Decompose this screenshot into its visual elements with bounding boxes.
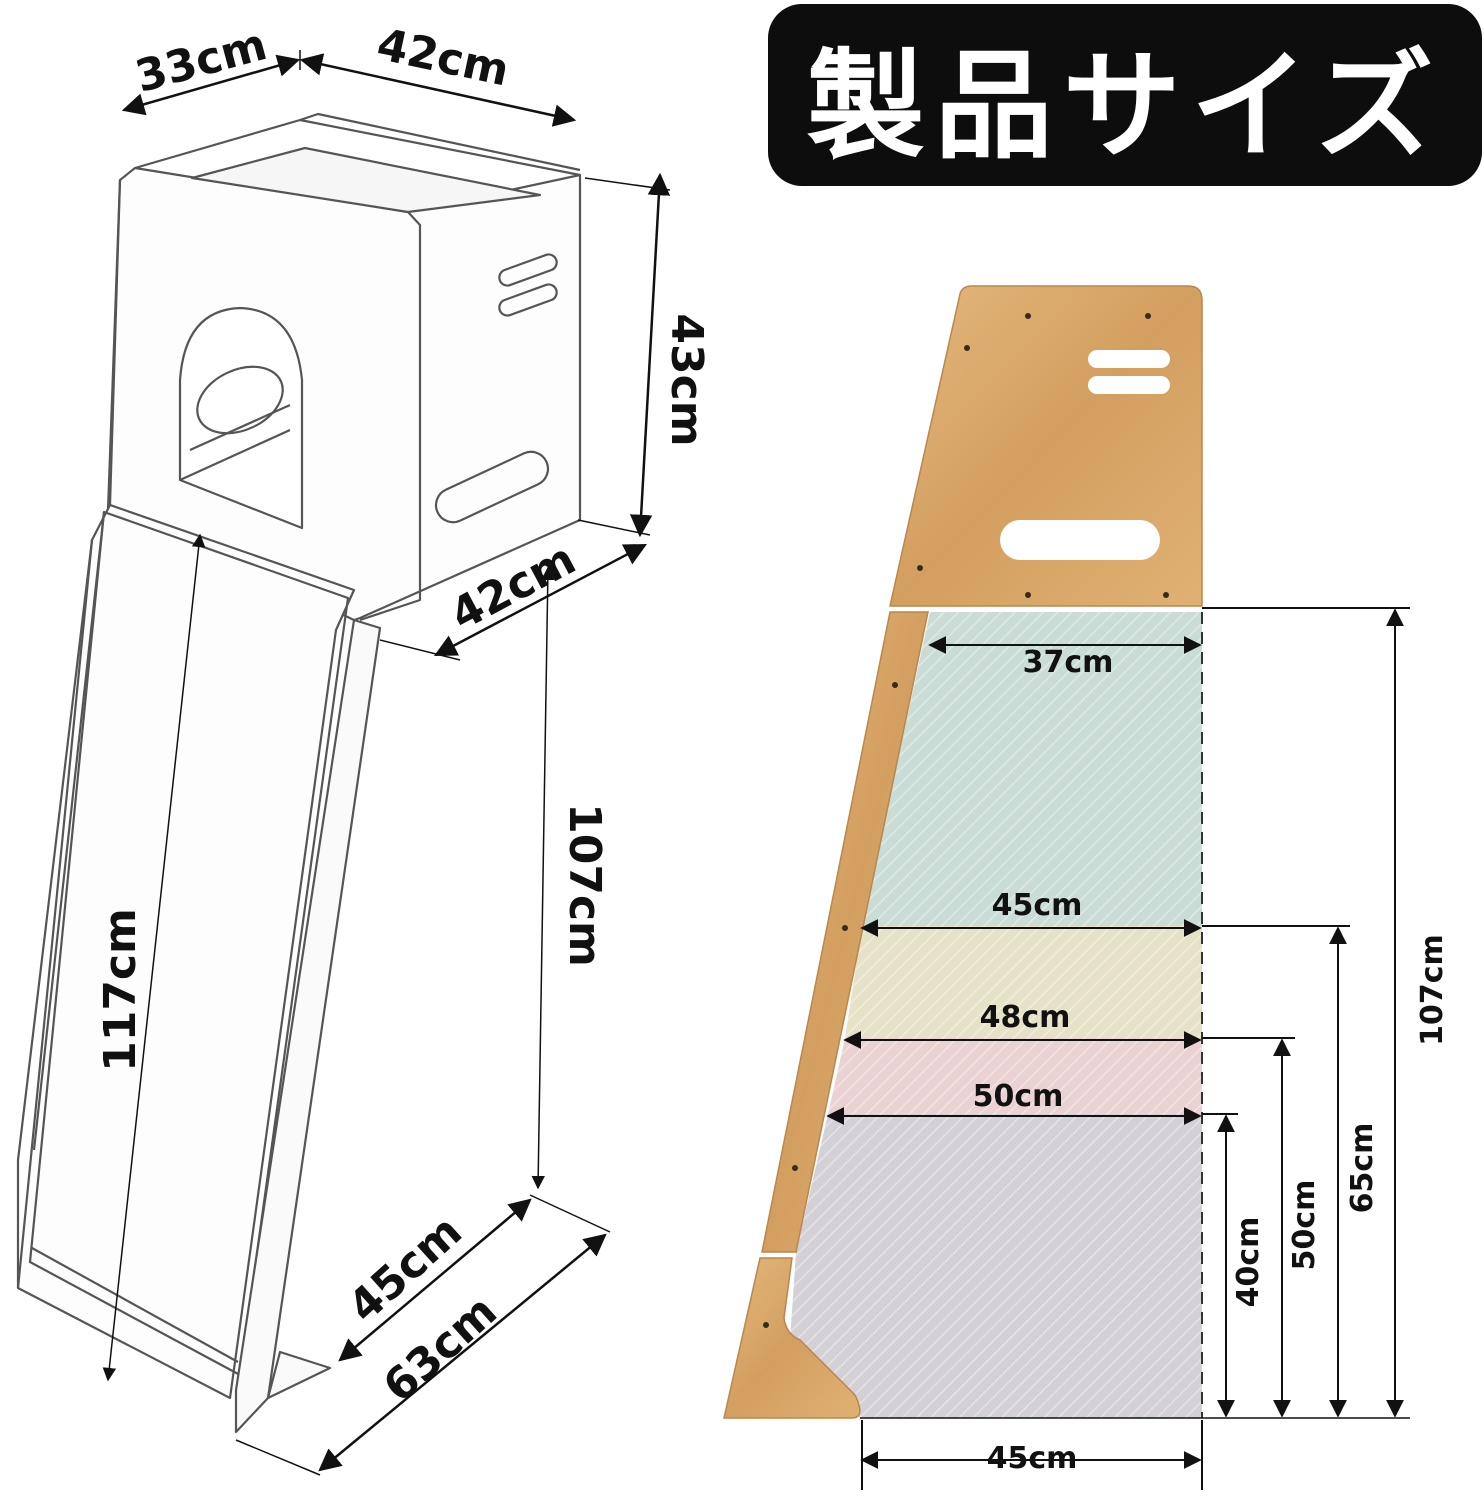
height-label-65: 65cm [1345,1123,1380,1214]
side-view [723,285,1410,1419]
label-top-width: 33cm [130,19,272,103]
width-label-1: 37cm [1023,645,1114,680]
label-box-height: 43cm [661,313,712,446]
height-label-50: 50cm [1287,1180,1322,1271]
slanted-wood-rail [761,611,929,1253]
height-label-40: 40cm [1231,1217,1266,1308]
width-label-3: 48cm [980,1000,1071,1035]
title: 製品サイズ [806,36,1444,175]
handle-slot-3 [434,450,550,524]
title-banner: 製品サイズ [768,4,1482,186]
iso-dimension-lines [102,50,671,1476]
label-slide-length: 117cm [95,908,146,1072]
handle-slot-2 [498,283,558,317]
arch-window [178,306,304,530]
label-slide-height: 107cm [559,803,610,967]
side-dimension-labels: 37cm 45cm 48cm 50cm 45cm 107cm 65cm 50cm… [973,645,1450,1476]
width-label-4: 50cm [973,1079,1064,1114]
top-handle-2 [1088,376,1170,394]
wood-foot [723,1257,861,1419]
height-label-107: 107cm [1415,934,1450,1046]
slide-rail [234,618,382,1434]
label-top-depth: 42cm [373,19,514,97]
width-label-2: 45cm [992,888,1083,923]
isometric-view [16,112,582,1434]
side-dimension-lines [826,607,1410,1490]
base-width-label: 45cm [987,1441,1078,1476]
top-handle-1 [1088,350,1170,368]
top-handle-big [1000,520,1160,560]
handle-slot-1 [498,253,558,287]
